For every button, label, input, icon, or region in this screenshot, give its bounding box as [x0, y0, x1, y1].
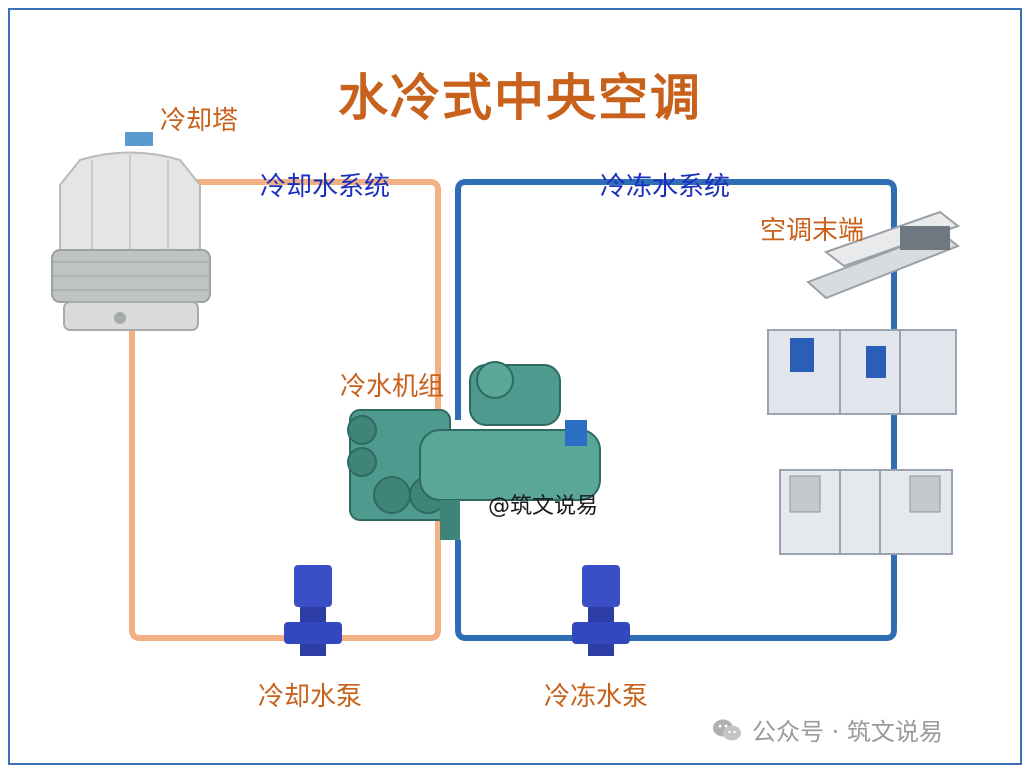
cooling-water-pump-device: [284, 565, 342, 656]
fan-coil-unit: [806, 210, 961, 300]
label-cooling-water-pump: 冷却水泵: [258, 682, 363, 712]
label-chiller-unit: 冷水机组: [340, 372, 445, 402]
label-chilled-water-pump: 冷冻水泵: [544, 682, 649, 712]
watermark: 公众号 · 筑文说易: [712, 712, 943, 747]
wechat-icon: [713, 719, 741, 740]
cooling-tower: [51, 132, 211, 331]
label-cooling-tower: 冷却塔: [160, 106, 239, 136]
watermark-text: 公众号 · 筑文说易: [752, 718, 943, 746]
author-tag: @筑文说易: [488, 494, 599, 519]
chilled-water-pump-device: [572, 565, 630, 656]
air-handling-unit: [767, 329, 957, 415]
label-cooling-water-system: 冷却水系统: [260, 172, 391, 202]
cooling-water-loop: [129, 179, 441, 641]
page-title: 水冷式中央空调: [338, 69, 702, 127]
rooftop-unit: [779, 469, 953, 555]
label-chilled-water-system: 冷冻水系统: [600, 172, 731, 202]
label-ac-terminal: 空调末端: [760, 216, 865, 246]
chiller-unit: [347, 361, 601, 540]
